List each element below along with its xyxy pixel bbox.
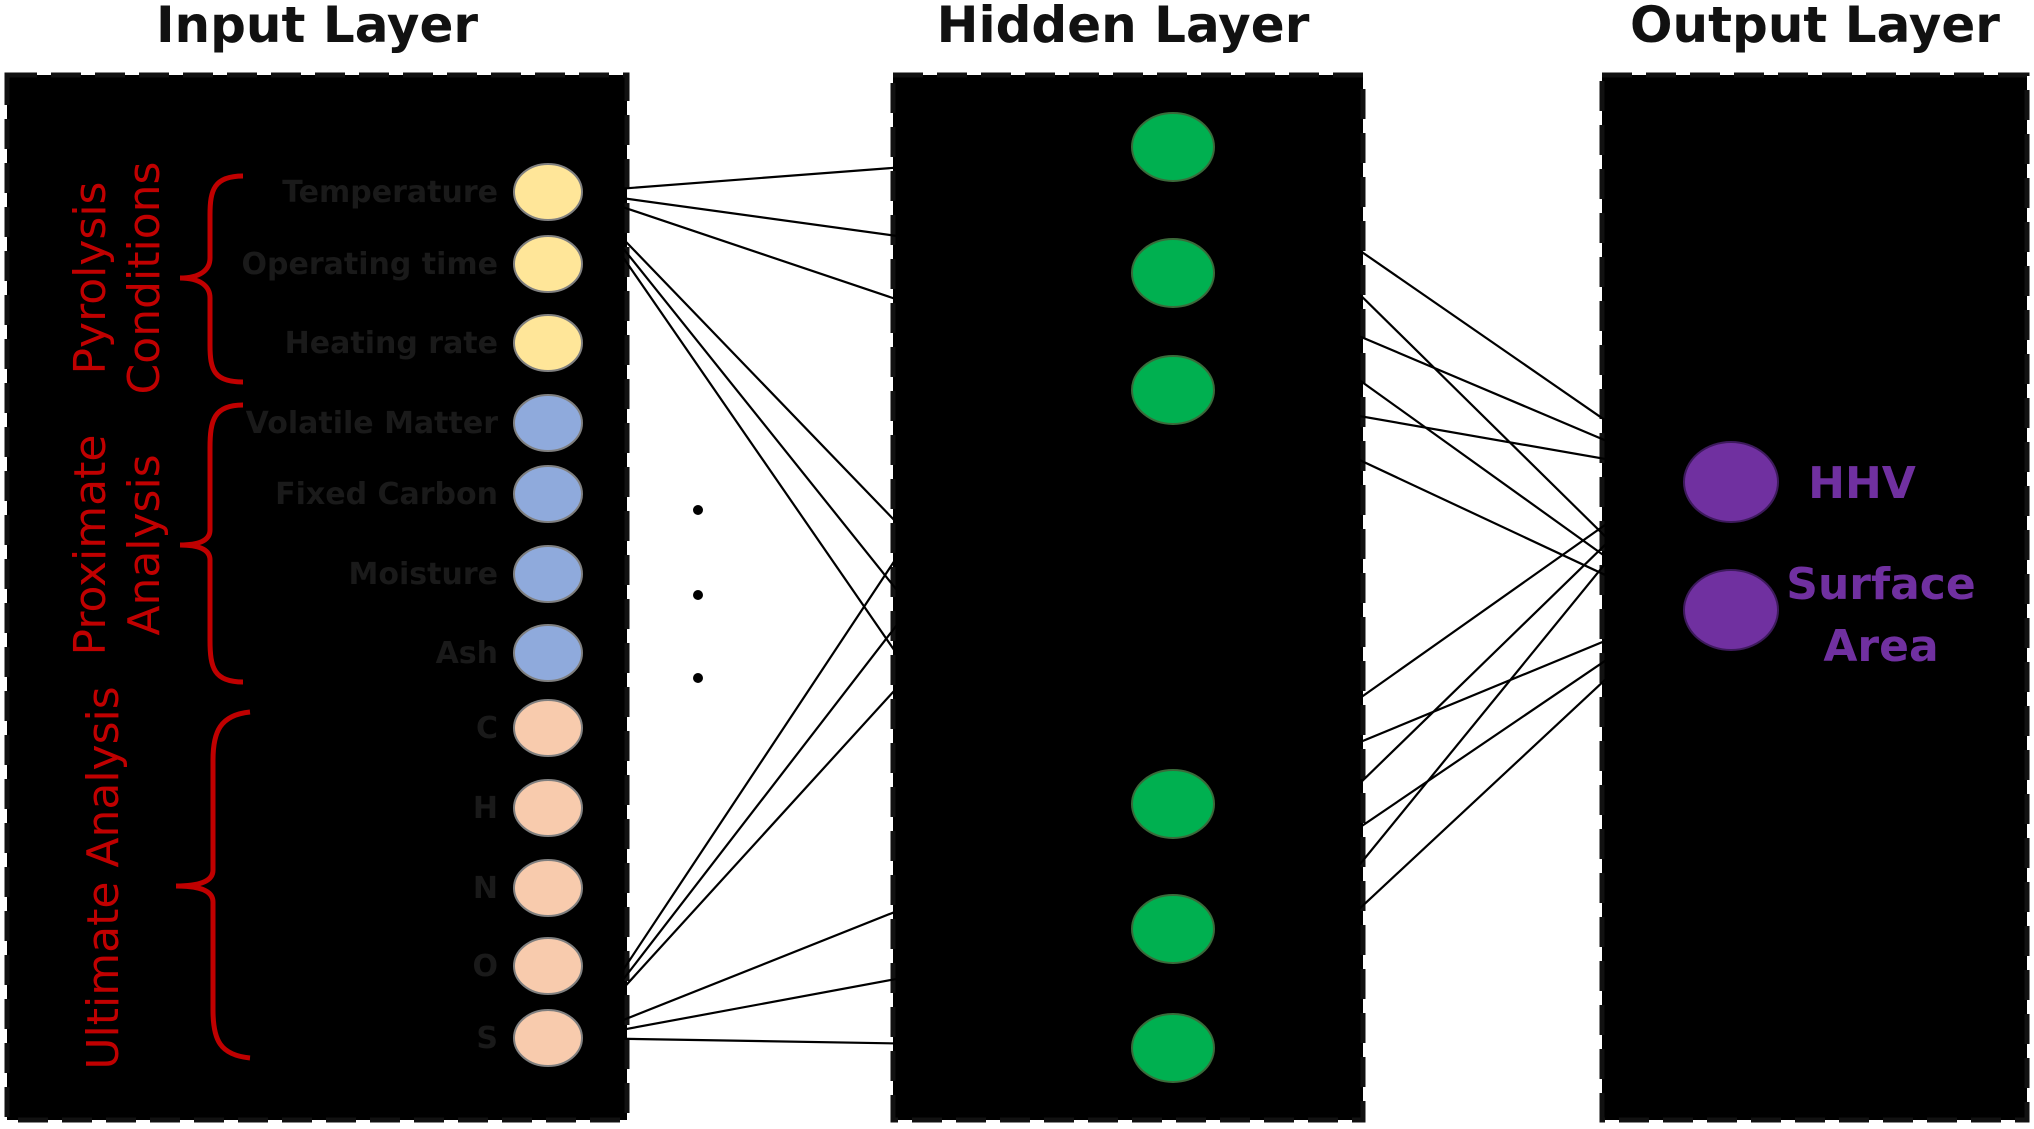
connection-edges bbox=[577, 145, 1681, 1053]
svg-text:Conditions: Conditions bbox=[119, 162, 170, 395]
pyrolysis-label-line1: Pyrolysis bbox=[65, 182, 116, 375]
input-node-temperature bbox=[513, 163, 583, 221]
hidden-node-1 bbox=[1131, 238, 1215, 308]
input-label-n: N bbox=[473, 871, 498, 906]
edge-hidden-0-to-output-0 bbox=[1209, 146, 1681, 473]
edge-hidden-5-to-output-1 bbox=[1209, 609, 1681, 1049]
input-label-volatile-matter: Volatile Matter bbox=[246, 406, 499, 441]
pyrolysis-brace bbox=[179, 173, 244, 385]
edge-input-0-to-hidden-0 bbox=[577, 145, 1132, 194]
edge-hidden-1-to-output-0 bbox=[1209, 271, 1681, 474]
svg-text:Proximate: Proximate bbox=[65, 435, 116, 656]
output-node-surface-area bbox=[1683, 569, 1779, 651]
pyrolysis-group-label: Pyrolysis Conditions bbox=[65, 162, 170, 395]
input-label-temperature: Temperature bbox=[282, 175, 498, 210]
output-layer-title: Output Layer bbox=[1630, 0, 2000, 54]
hidden-nodes bbox=[1131, 112, 1215, 1083]
input-label-s: S bbox=[476, 1021, 498, 1056]
input-node-n bbox=[513, 859, 583, 917]
input-node-volatile-matter bbox=[513, 394, 583, 452]
hidden-layer-title: Hidden Layer bbox=[937, 0, 1310, 54]
hidden-node-3 bbox=[1131, 769, 1215, 839]
edge-input-11-to-hidden-5 bbox=[577, 1036, 1132, 1053]
input-label-fixed-carbon: Fixed Carbon bbox=[275, 477, 498, 512]
input-label-heating-rate: Heating rate bbox=[285, 326, 498, 361]
input-node-fixed-carbon bbox=[513, 465, 583, 523]
input-node-o bbox=[513, 937, 583, 995]
svg-text:Analysis: Analysis bbox=[119, 454, 170, 635]
edge-hidden-4-to-output-0 bbox=[1209, 471, 1681, 930]
edge-input-11-to-hidden-0 bbox=[577, 176, 1151, 1039]
proximate-label-line2: Analysis bbox=[119, 454, 170, 635]
output-node-hhv bbox=[1683, 441, 1779, 523]
output-label-area: Area bbox=[1823, 621, 1938, 672]
edge-input-0-to-hidden-3 bbox=[577, 191, 1144, 779]
input-node-c bbox=[513, 699, 583, 757]
input-label-h: H bbox=[473, 791, 498, 826]
edge-input-0-to-hidden-5 bbox=[577, 191, 1150, 1020]
pyrolysis-label-line2: Conditions bbox=[119, 162, 170, 395]
edge-hidden-0-to-output-1 bbox=[1209, 146, 1681, 611]
input-node-h bbox=[513, 779, 583, 837]
ultimate-group-label: Ultimate Analysis bbox=[78, 686, 129, 1069]
ellipsis-between-layers bbox=[693, 505, 703, 683]
edge-input-11-to-hidden-4 bbox=[577, 932, 1132, 1040]
edge-input-11-to-hidden-2 bbox=[577, 415, 1145, 1039]
hidden-node-5 bbox=[1131, 1013, 1215, 1083]
hidden-node-0 bbox=[1131, 112, 1215, 182]
input-label-moisture: Moisture bbox=[349, 557, 498, 592]
hidden-node-4 bbox=[1131, 894, 1215, 964]
input-node-moisture bbox=[513, 545, 583, 603]
input-layer-title: Input Layer bbox=[156, 0, 478, 54]
output-layer-panel bbox=[1599, 72, 2030, 1123]
hidden-node-2 bbox=[1131, 355, 1215, 425]
edge-input-0-to-hidden-4 bbox=[577, 191, 1147, 902]
hidden-layer-panel bbox=[890, 72, 1366, 1123]
proximate-label-line1: Proximate bbox=[65, 435, 116, 656]
edge-hidden-3-to-output-0 bbox=[1209, 471, 1681, 805]
proximate-brace bbox=[179, 402, 244, 685]
ultimate-brace bbox=[175, 709, 251, 1061]
edge-hidden-1-to-output-1 bbox=[1209, 272, 1681, 611]
input-label-ash: Ash bbox=[436, 636, 498, 671]
ellipsis-hidden-layer bbox=[1168, 500, 1178, 679]
edge-hidden-4-to-output-1 bbox=[1209, 609, 1681, 930]
edge-hidden-2-to-output-1 bbox=[1209, 389, 1681, 611]
edge-hidden-5-to-output-0 bbox=[1209, 471, 1681, 1049]
proximate-group-label: Proximate Analysis bbox=[65, 435, 170, 656]
input-label-operating-time: Operating time bbox=[242, 247, 499, 282]
input-node-ash bbox=[513, 624, 583, 682]
edge-input-11-to-hidden-1 bbox=[577, 300, 1148, 1039]
svg-text:Pyrolysis: Pyrolysis bbox=[65, 182, 116, 375]
edge-input-0-to-hidden-1 bbox=[577, 190, 1132, 272]
output-label-hhv: HHV bbox=[1808, 458, 1916, 509]
input-node-operating-time bbox=[513, 235, 583, 293]
edge-hidden-3-to-output-1 bbox=[1209, 608, 1681, 806]
edge-input-11-to-hidden-3 bbox=[577, 816, 1134, 1040]
input-node-heating-rate bbox=[513, 314, 583, 372]
input-label-c: C bbox=[476, 711, 498, 746]
edge-input-0-to-hidden-2 bbox=[577, 190, 1134, 380]
input-node-s bbox=[513, 1009, 583, 1067]
edge-hidden-2-to-output-0 bbox=[1209, 388, 1681, 476]
input-label-o: O bbox=[472, 949, 498, 984]
output-label-surface: Surface bbox=[1786, 559, 1975, 610]
